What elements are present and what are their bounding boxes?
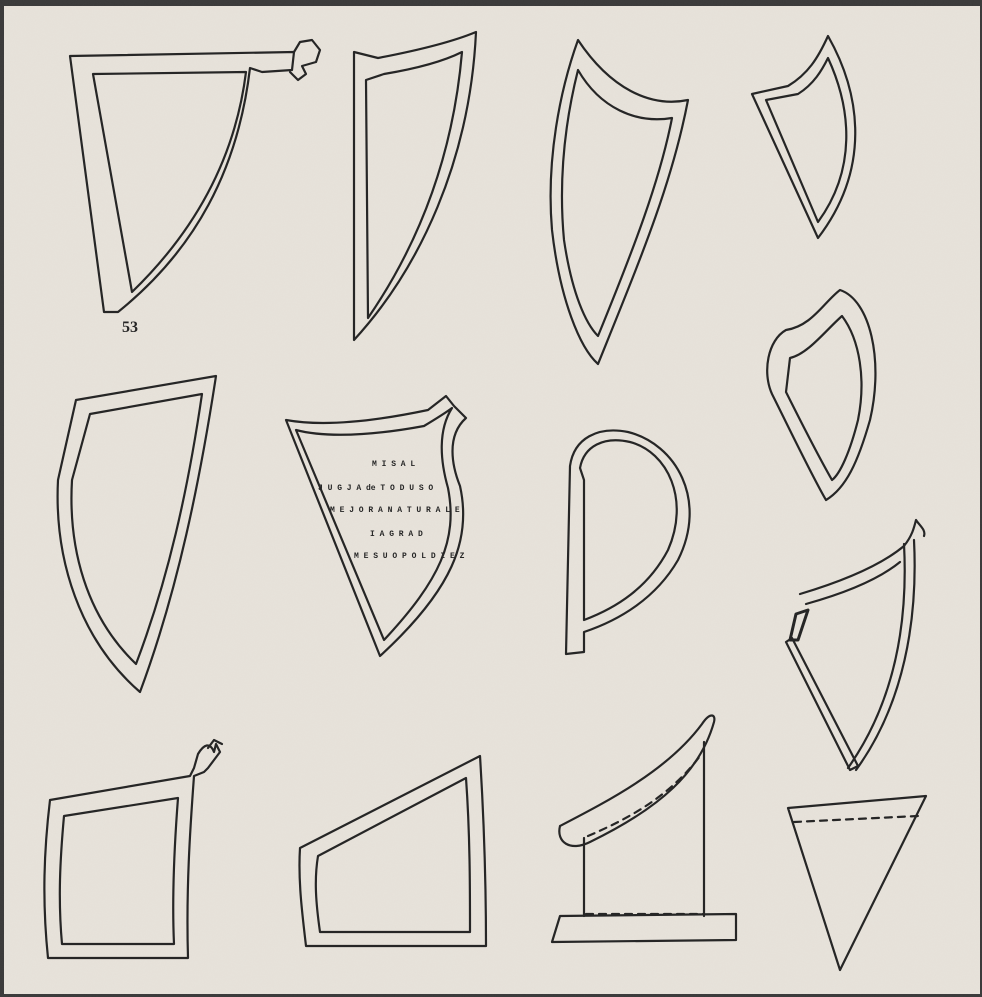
inscription-line-5: M E S U O P O L D I E Z <box>354 552 465 561</box>
inscription-line-2: J U G J A de T O D U S O <box>318 484 433 493</box>
paper-texture <box>4 6 980 994</box>
inscription-line-1: M I S A L <box>372 460 415 469</box>
inscription-line-3: M E J O R A N A T U R A L E <box>330 506 460 515</box>
inscription-line-4: I A G R A D <box>370 530 423 539</box>
page-number: 53 <box>122 319 138 336</box>
